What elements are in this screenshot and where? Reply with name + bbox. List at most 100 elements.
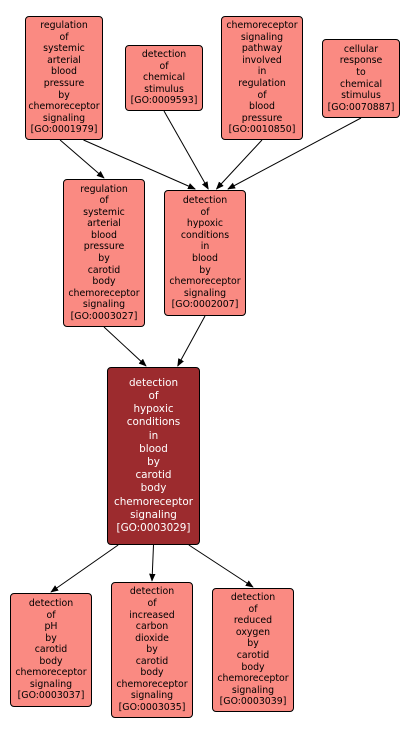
- go-term-label-line: increased: [129, 609, 175, 621]
- go-term-label-line: body: [241, 661, 265, 673]
- go-term-label-line: blood: [192, 253, 218, 264]
- go-term-label-line: arterial: [47, 54, 81, 66]
- go-term-label-line: carotid: [87, 264, 121, 276]
- go-term-label-line: stimulus: [341, 90, 381, 102]
- edge-n3029-to-n3039: [188, 544, 254, 588]
- go-term-label-line: detection: [129, 586, 175, 598]
- go-term-id: [GO:0003039]: [219, 696, 287, 708]
- go-term-label-line: of: [257, 89, 267, 101]
- go-term-label-line: detection: [182, 195, 228, 207]
- edge-n3029-to-n3035: [149, 544, 156, 582]
- go-term-label-line: signaling: [130, 508, 177, 521]
- go-term-label-line: signaling: [183, 287, 227, 299]
- go-term-label-line: conditions: [180, 229, 230, 241]
- go-term-id: [GO:0001979]: [30, 124, 98, 136]
- go-term-label-line: body: [140, 482, 167, 495]
- go-term-label-line: of: [147, 598, 157, 610]
- go-term-label-line: blood: [91, 229, 117, 241]
- go-term-label-line: cellular: [343, 43, 379, 55]
- go-term-label-line: detection: [230, 592, 276, 604]
- edge-n1979-to-n2007: [83, 139, 196, 190]
- go-term-label-line: in: [148, 429, 159, 442]
- go-term-label-line: chemoreceptor: [68, 287, 140, 299]
- go-term-label-line: carotid: [236, 650, 270, 661]
- go-term-label-line: of: [59, 31, 69, 43]
- go-term-id: [GO:0003037]: [17, 690, 85, 702]
- go-term-label-line: of: [148, 389, 159, 402]
- edge-n10850-to-n2007: [215, 139, 263, 190]
- go-term-id: [GO:0003029]: [116, 522, 191, 535]
- go-term-id: [GO:0010850]: [228, 124, 296, 136]
- go-term-label-line: regulation: [40, 20, 88, 32]
- go-term-label-line: chemoreceptor: [217, 673, 289, 685]
- go-term-label-line: systemic: [43, 43, 85, 55]
- go-term-label-line: response: [339, 55, 383, 67]
- go-term-label-line: oxygen: [235, 626, 271, 638]
- go-term-label-line: stimulus: [144, 83, 184, 95]
- go-term-label-line: conditions: [126, 416, 181, 429]
- go-term-label-line: signaling: [231, 684, 275, 696]
- go-term-id: [GO:0009593]: [130, 95, 198, 107]
- go-term-label-line: of: [159, 60, 169, 72]
- go-term-label-line: signaling: [29, 678, 73, 690]
- go-term-label-line: dioxide: [135, 632, 169, 644]
- go-term-label-line: reduced: [233, 615, 273, 627]
- go-term-label-line: of: [200, 206, 210, 218]
- go-term-label-line: chemoreceptor: [116, 678, 188, 690]
- go-term-label-line: blood: [139, 442, 168, 455]
- edge-n1979-to-n3027: [59, 139, 105, 179]
- go-term-label-line: signaling: [82, 299, 126, 311]
- go-term-label-line: by: [146, 644, 158, 656]
- go-term-label-line: chemoreceptor: [169, 276, 241, 288]
- go-term-label-line: carotid: [34, 644, 68, 656]
- go-term-label-line: in: [257, 66, 267, 78]
- go-term-label-line: signaling: [130, 690, 174, 702]
- go-term-label-line: by: [45, 632, 57, 644]
- go-term-label-line: chemoreceptor: [15, 667, 87, 679]
- go-term-id: [GO:0003027]: [70, 310, 138, 322]
- edge-n3029-to-n3037: [50, 544, 119, 593]
- go-term-label-line: pressure: [43, 78, 85, 89]
- go-term-label-line: body: [39, 655, 63, 667]
- go-term-label-line: blood: [51, 66, 77, 78]
- go-term-label-line: carotid: [135, 469, 172, 482]
- edge-n9593-to-n2007: [163, 110, 209, 190]
- go-term-label-line: hypoxic: [186, 218, 224, 230]
- go-term-label-line: blood: [249, 101, 275, 113]
- go-term-label-line: to: [356, 66, 366, 78]
- go-term-label-line: signaling: [42, 112, 86, 124]
- go-term-label-line: by: [199, 264, 211, 276]
- go-term-id: [GO:0002007]: [171, 299, 239, 311]
- go-term-label-line: carbon: [135, 621, 169, 633]
- go-term-label-line: chemoreceptor: [226, 20, 298, 32]
- go-term-label-line: hypoxic: [133, 403, 174, 416]
- go-term-label-line: pressure: [83, 241, 125, 253]
- go-term-label-line: signaling: [240, 31, 284, 43]
- edge-n70887-to-n2007: [227, 117, 362, 190]
- go-term-label-line: detection: [141, 49, 187, 61]
- go-term-label-line: by: [247, 638, 259, 650]
- go-term-label-line: of: [46, 609, 56, 621]
- go-term-label-line: regulation: [80, 183, 128, 195]
- go-term-label-line: arterial: [87, 218, 121, 230]
- go-term-label-line: pressure: [241, 112, 283, 124]
- go-term-label-line: chemical: [339, 78, 383, 90]
- edge-n2007-to-n3029: [177, 315, 206, 367]
- go-term-id: [GO:0070887]: [327, 101, 395, 113]
- go-term-label-line: by: [58, 89, 70, 101]
- go-term-label-line: involved: [242, 54, 282, 66]
- go-term-label-line: by: [147, 456, 160, 468]
- go-term-id: [GO:0003035]: [118, 701, 186, 713]
